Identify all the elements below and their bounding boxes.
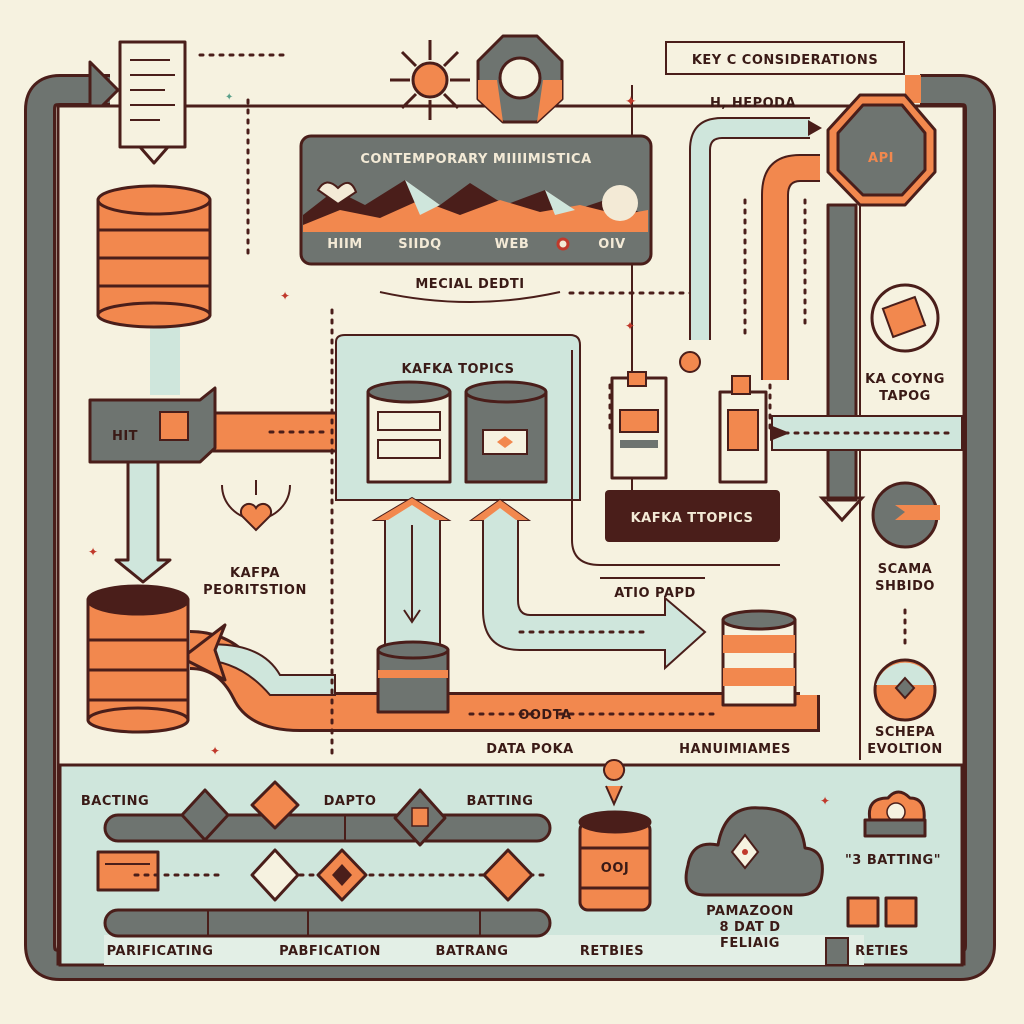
hit-box bbox=[88, 386, 217, 464]
person-icon bbox=[679, 351, 701, 373]
amazon-label: FELIAIG bbox=[720, 936, 780, 951]
kafka-topics-dark-box bbox=[605, 490, 780, 542]
barrel-label: OOJ bbox=[601, 861, 629, 876]
ratio-label: ATIO PAPD bbox=[614, 586, 696, 601]
retries-right-label: RETIES bbox=[855, 944, 909, 959]
right-item-label: SCHEPA bbox=[875, 725, 935, 740]
kafka-topics-title: KAFKA TOPICS bbox=[401, 362, 514, 377]
gray-pipe-vertical bbox=[826, 203, 858, 502]
kafka-partition-label: PEORITSTION bbox=[203, 583, 307, 598]
hepoda-label: H, HEPODA bbox=[710, 96, 796, 111]
batting-right-label: "3 BATTING" bbox=[845, 853, 941, 868]
right-item-label: SCAMA bbox=[878, 562, 932, 577]
key-considerations-label: KEY C CONSIDERATIONS bbox=[692, 53, 878, 68]
amazon-label: PAMAZOON bbox=[706, 904, 794, 919]
banner-caption: MECIAL DEDTI bbox=[415, 277, 524, 292]
topic-cylinder-icon bbox=[366, 380, 452, 484]
mint-arrow-right bbox=[468, 498, 707, 671]
square-icon bbox=[846, 896, 880, 928]
svg-text:✦: ✦ bbox=[88, 545, 98, 559]
banner-label: SIIDQ bbox=[398, 237, 441, 252]
bottom-top-label: DAPTO bbox=[324, 794, 377, 809]
band-label: OODTA bbox=[518, 708, 571, 723]
sun-icon bbox=[390, 40, 470, 120]
mint-arrow-down bbox=[114, 460, 172, 584]
batching-pipe bbox=[103, 813, 552, 843]
banner-label: WEB bbox=[495, 237, 530, 252]
bottom-label: PARIFICATING bbox=[107, 944, 214, 959]
right-item-label: SHBIDO bbox=[875, 579, 935, 594]
kafka-topics-dark-label: KAFKA TTOPICS bbox=[631, 511, 754, 526]
hit-label: HIT bbox=[112, 429, 138, 444]
banner-label: OIV bbox=[598, 237, 625, 252]
right-item-label: EVOLTION bbox=[867, 742, 943, 757]
api-label: API bbox=[868, 151, 894, 166]
mountains-illustration bbox=[303, 180, 648, 232]
data-label: DATA POKA bbox=[486, 742, 574, 757]
svg-text:✦: ✦ bbox=[625, 319, 635, 333]
bottom-label-strip bbox=[104, 935, 864, 965]
sparkle-decorations: ✦ ✦ ✦ ✦ ✦ ✦ ✦ bbox=[88, 92, 830, 808]
orange-arrow-to-api bbox=[762, 155, 820, 380]
server-rack-icon bbox=[96, 850, 160, 892]
diamond-icon bbox=[180, 788, 230, 842]
partition-pipe bbox=[103, 908, 552, 938]
server-icon bbox=[610, 371, 668, 480]
svg-text:✦: ✦ bbox=[280, 289, 290, 303]
database-icon bbox=[86, 584, 190, 734]
mint-arrow-to-api bbox=[689, 117, 810, 340]
topic-cylinder-icon bbox=[464, 380, 548, 484]
loop-tab bbox=[905, 75, 921, 103]
bottom-top-label: BATTING bbox=[467, 794, 534, 809]
key-considerations-box bbox=[665, 41, 905, 75]
svg-text:✦: ✦ bbox=[625, 94, 637, 110]
loop-arrow-icon bbox=[88, 60, 120, 120]
banner-dot-icon bbox=[556, 237, 570, 251]
dotted-connector bbox=[198, 53, 292, 262]
svg-text:✦: ✦ bbox=[820, 794, 830, 808]
database-icon bbox=[721, 609, 797, 707]
banner-title: CONTEMPORARY MIIIIMISTICA bbox=[360, 152, 591, 167]
handlers-label: HANUIMIAMES bbox=[679, 742, 791, 757]
square-icon bbox=[884, 896, 918, 928]
amazon-label: 8 DAT D bbox=[719, 920, 780, 935]
document-icon bbox=[118, 40, 187, 149]
bottom-label: PABFICATION bbox=[279, 944, 381, 959]
svg-text:✦: ✦ bbox=[225, 92, 233, 103]
banner-label: HIIM bbox=[327, 237, 363, 252]
document-lines bbox=[130, 59, 175, 121]
bottom-label: RETBIES bbox=[580, 944, 644, 959]
location-pin-icon bbox=[603, 759, 626, 807]
right-item-label: TAPOG bbox=[879, 389, 931, 404]
down-arrow-icon bbox=[818, 496, 866, 523]
diamond-icon bbox=[250, 780, 300, 830]
cloud-storage-icon bbox=[863, 790, 927, 838]
kafka-partition-label: KAFPA bbox=[230, 566, 280, 581]
bottom-top-label: BACTING bbox=[81, 794, 149, 809]
diamond-icon bbox=[250, 848, 300, 902]
diamond-icon bbox=[482, 848, 534, 902]
database-icon bbox=[96, 184, 212, 329]
bottom-label: BATRANG bbox=[436, 944, 509, 959]
mint-connector bbox=[150, 320, 180, 395]
svg-text:✦: ✦ bbox=[210, 744, 220, 758]
octagon-gear-icon bbox=[476, 34, 564, 124]
barrel-icon: OOJ bbox=[578, 810, 652, 912]
right-item-label: KA COYNG bbox=[865, 372, 945, 387]
server-icon bbox=[718, 375, 768, 484]
heart-icon bbox=[239, 502, 273, 532]
gray-cylinder-icon bbox=[376, 640, 450, 714]
document-arrow-icon bbox=[138, 145, 170, 165]
